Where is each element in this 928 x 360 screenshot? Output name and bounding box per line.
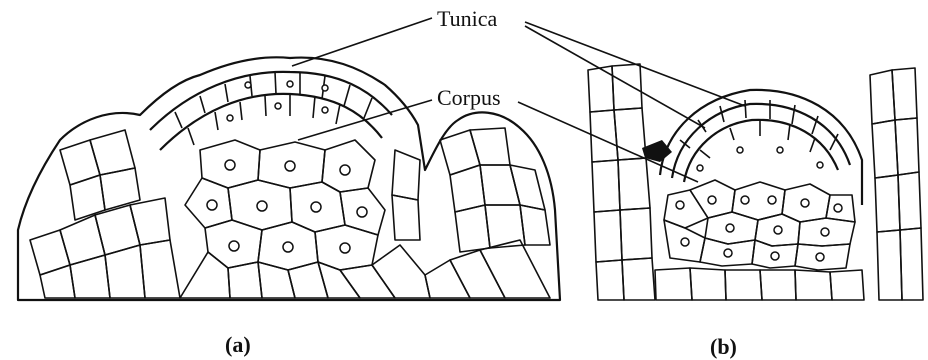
tunica-leaders [292,18,745,128]
panel-b-tunica-cells [680,100,838,158]
corpus-leaders [298,100,698,182]
panel-b-label: (b) [710,334,737,359]
panel-b-corpus-cells [664,180,855,270]
panel-a-label: (a) [225,332,251,357]
panel-b-right-flank [870,68,923,300]
panel-b-shoot-apex [588,64,923,300]
panel-b-nuclei [676,147,842,261]
panel-b-left-flank [588,64,655,300]
tunica-label: Tunica [437,6,498,31]
corpus-label: Corpus [437,85,501,110]
panel-b-tunica-layer-2 [684,120,838,182]
panel-a-peripheral-cells [30,128,550,298]
panel-a-tunica-cells [175,72,372,145]
panel-b-rib-cells [655,268,864,300]
